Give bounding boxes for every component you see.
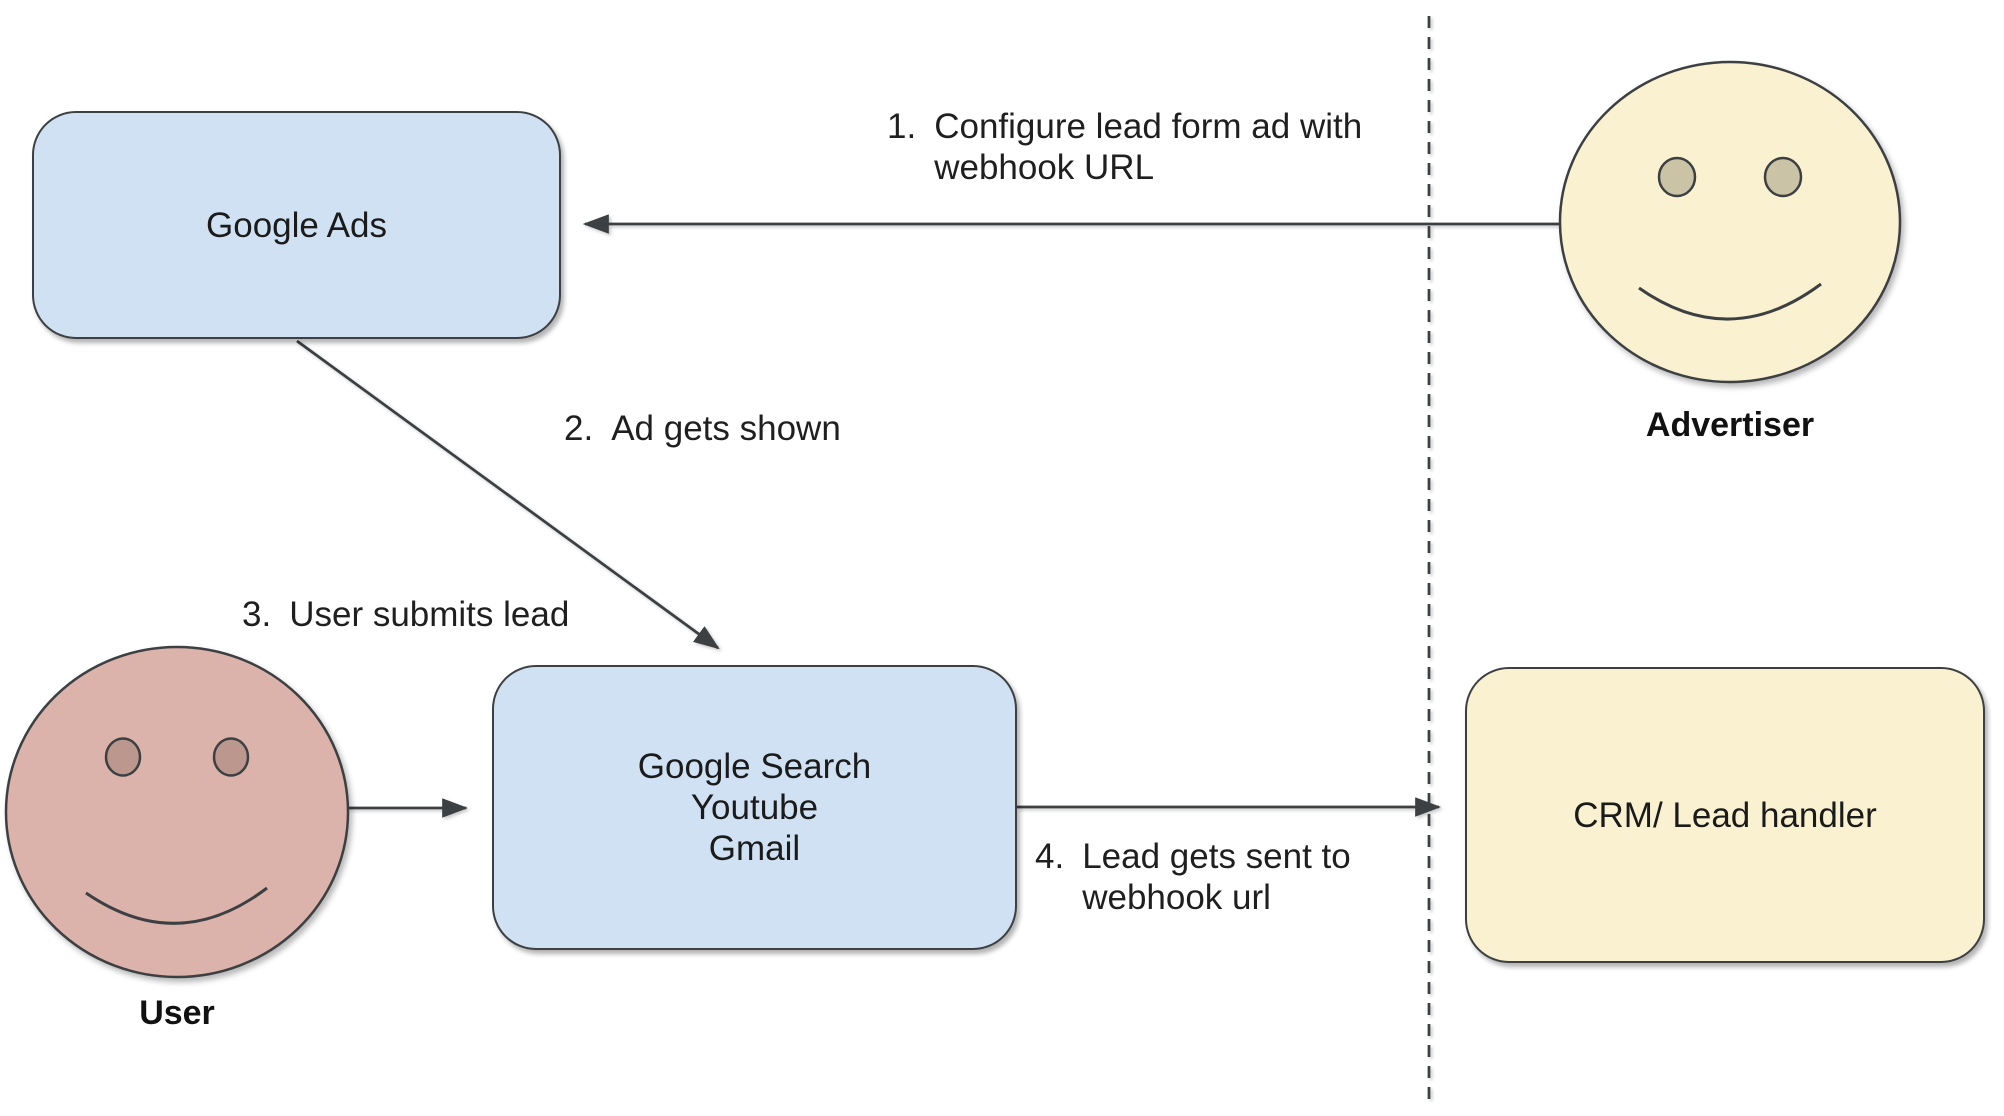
- step-text-line: webhook url: [1082, 878, 1271, 917]
- step-number: 2.: [564, 409, 594, 448]
- user-face: [4, 645, 350, 979]
- advertiser-label: Advertiser: [1645, 406, 1815, 444]
- advertiser-right-eye: [1763, 156, 1803, 198]
- node-google-ads: Google Ads: [32, 111, 561, 339]
- node-google-ads-label: Google Ads: [206, 205, 387, 245]
- step-text-line: Configure lead form ad with: [934, 107, 1363, 146]
- node-google-surfaces: Google Search Youtube Gmail: [492, 665, 1017, 950]
- advertiser-smile: [1638, 282, 1822, 321]
- user-smile: [85, 886, 268, 925]
- step-label-2: 2. Ad gets shown: [564, 408, 841, 449]
- advertiser-face: [1558, 60, 1902, 384]
- step-number: 3.: [242, 595, 272, 634]
- advertiser-left-eye: [1657, 156, 1697, 198]
- arrow-ad-gets-shown: [296, 339, 720, 650]
- node-google-surfaces-line: Youtube: [690, 788, 819, 827]
- step-label-3: 3. User submits lead: [242, 594, 569, 635]
- connector-lines: [296, 16, 1561, 1104]
- step-text: Configure lead form ad with webhook URL: [934, 106, 1362, 188]
- user-left-eye: [104, 737, 142, 777]
- step-text-line: Ad gets shown: [611, 409, 841, 448]
- node-crm-lead-handler: CRM/ Lead handler: [1465, 667, 1985, 963]
- advertiser-figure: [1558, 60, 1902, 384]
- step-text-line: Lead gets sent to: [1082, 837, 1351, 876]
- step-text-line: webhook URL: [934, 148, 1155, 187]
- step-text: Lead gets sent to webhook url: [1082, 836, 1351, 918]
- step-text-line: User submits lead: [289, 595, 570, 634]
- node-google-surfaces-line: Google Search: [637, 747, 872, 786]
- user-right-eye: [212, 737, 250, 777]
- step-text: User submits lead: [289, 594, 569, 635]
- user-label: User: [139, 994, 215, 1032]
- step-number: 4.: [1035, 837, 1065, 876]
- node-crm-label: CRM/ Lead handler: [1573, 795, 1877, 835]
- step-number: 1.: [887, 107, 917, 146]
- step-label-4: 4. Lead gets sent to webhook url: [1035, 836, 1351, 918]
- step-label-1: 1. Configure lead form ad with webhook U…: [887, 106, 1362, 188]
- node-google-surfaces-line: Gmail: [708, 829, 801, 868]
- user-figure: [4, 645, 350, 979]
- step-text: Ad gets shown: [611, 408, 841, 449]
